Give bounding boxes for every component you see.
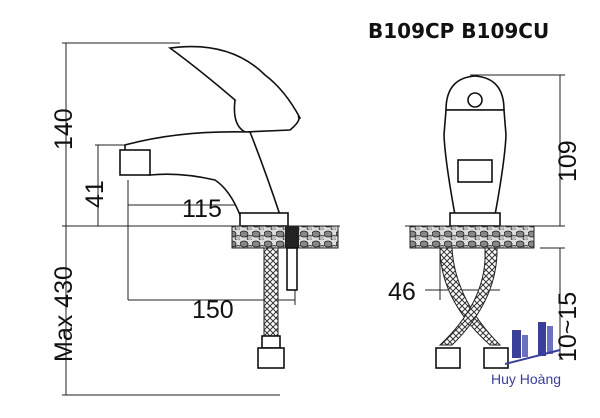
logo-building-icon <box>512 330 521 358</box>
faucet-base <box>239 212 289 227</box>
logo-swoosh <box>504 349 561 365</box>
hose-nut-left <box>435 347 461 369</box>
spout-height-label: 41 <box>81 180 109 208</box>
brand-logo: Huy Hoàng <box>491 322 561 387</box>
logo-building-icon <box>547 326 553 354</box>
spout-reach-label: 115 <box>182 195 222 223</box>
mounting-stud <box>286 247 298 291</box>
hose-length-label: Max 430 <box>50 266 78 362</box>
faucet-base-front <box>449 212 501 227</box>
front-view: 109 46 10~15 <box>388 74 582 369</box>
hose-nut <box>257 347 285 369</box>
hose-ferrule <box>261 335 281 349</box>
model-title: B109CP B109CU <box>368 19 549 43</box>
handle-cap <box>467 92 483 108</box>
front-height-label: 109 <box>554 140 582 182</box>
aerator <box>119 149 151 176</box>
aerator-front <box>457 159 493 183</box>
mount-bolt <box>285 226 299 248</box>
side-view: 140 41 115 Max 430 150 <box>50 42 340 396</box>
supply-hose <box>263 247 279 347</box>
height-label: 140 <box>50 108 78 150</box>
hose-spacing-label: 46 <box>388 278 416 306</box>
logo-building-icon <box>538 322 546 356</box>
countertop-section-front <box>409 225 535 249</box>
hose-offset-label: 150 <box>192 296 234 324</box>
hose-nut-right <box>483 347 509 369</box>
supply-hose-left <box>439 247 502 346</box>
supply-hose-right <box>438 247 498 346</box>
handle-joint <box>233 99 300 133</box>
logo-text: Huy Hoàng <box>491 371 561 387</box>
logo-building-icon <box>522 335 528 357</box>
